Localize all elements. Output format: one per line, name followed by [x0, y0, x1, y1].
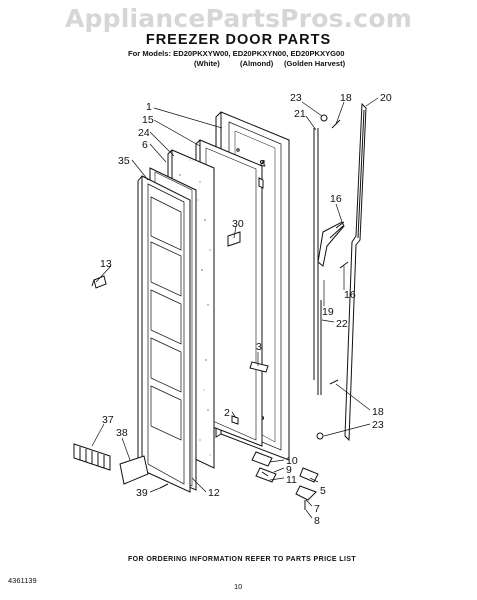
callout-38: 38	[116, 427, 128, 439]
callout-4: 4	[260, 158, 266, 170]
color-white: (White)	[194, 59, 220, 68]
callout-35: 35	[118, 155, 130, 167]
callout-19: 19	[322, 306, 334, 318]
leader-lines	[91, 97, 379, 519]
page-number: 10	[234, 582, 243, 591]
callout-18-lower: 18	[372, 406, 384, 418]
callout-24: 24	[138, 127, 150, 139]
callout-20: 20	[380, 92, 392, 104]
document-number: 4361139	[8, 576, 37, 585]
models-line: For Models: ED20PKXYW00, ED20PKXYN00, ED…	[128, 49, 345, 58]
callout-7: 7	[314, 503, 320, 515]
bracket-part-3	[249, 361, 269, 373]
callout-21: 21	[294, 108, 306, 120]
callout-23-top: 23	[290, 92, 302, 104]
callout-22: 22	[336, 318, 348, 330]
callout-9: 9	[286, 464, 292, 476]
cover-part-38	[119, 455, 149, 485]
callout-12: 12	[208, 487, 220, 499]
callout-2: 2	[224, 407, 230, 419]
door-stop-rod	[313, 128, 319, 380]
bottom-hinge	[251, 451, 319, 510]
callout-6: 6	[142, 139, 148, 151]
page-title: FREEZER DOOR PARTS	[145, 32, 332, 48]
fastener-part-4	[258, 177, 264, 189]
color-almond: (Almond)	[240, 59, 274, 68]
callout-10: 10	[286, 455, 298, 467]
clip-part-13	[91, 275, 107, 289]
ordering-note: FOR ORDERING INFORMATION REFER TO PARTS …	[128, 556, 357, 563]
trim-strip	[317, 300, 322, 395]
watermark: AppliancePartsPros.com	[64, 4, 413, 33]
callout-23-lower: 23	[372, 419, 384, 431]
callout-13: 13	[100, 258, 112, 270]
handle-bracket	[317, 221, 345, 267]
bracket-part-30	[227, 231, 241, 247]
clip-part-2	[231, 415, 239, 425]
callout-5: 5	[320, 485, 326, 497]
callout-37: 37	[102, 414, 114, 426]
callout-30: 30	[232, 218, 244, 230]
callout-16-lower: 16	[344, 289, 356, 301]
callout-16-top: 16	[330, 193, 342, 205]
grille-part-37	[73, 443, 111, 471]
callout-11: 11	[286, 474, 297, 486]
callout-8: 8	[314, 515, 320, 527]
inner-door-shelves	[137, 175, 191, 493]
callout-18-top: 18	[340, 92, 352, 104]
callout-1: 1	[146, 101, 152, 113]
callout-3: 3	[256, 341, 262, 353]
callout-39: 39	[136, 487, 148, 499]
callout-15: 15	[142, 114, 154, 126]
color-golden-harvest: (Golden Harvest)	[284, 59, 346, 68]
handle-strip	[344, 102, 367, 442]
